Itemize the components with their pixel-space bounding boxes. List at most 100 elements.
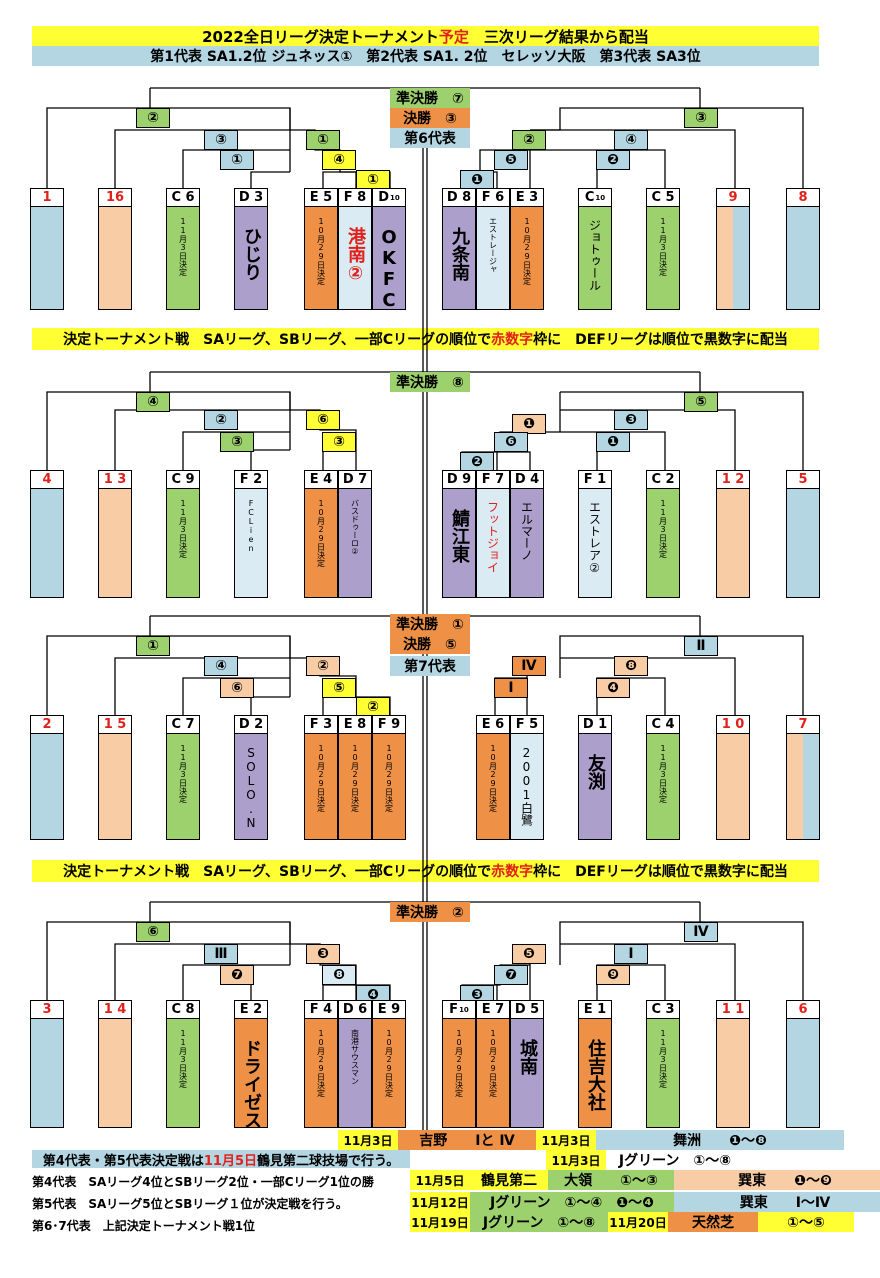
- slot-team-name: 11月3日決定: [658, 499, 668, 558]
- slot-body: 10月29日決定: [305, 734, 337, 839]
- slot-header: 4: [31, 471, 63, 489]
- schedule-cell: Jグリーン ①～④ ❶～❹: [470, 1192, 674, 1212]
- slot-team-name: 10月29日決定: [384, 1029, 394, 1097]
- slot-body: 11月3日決定: [647, 489, 679, 597]
- slot-header-text: F 1: [583, 472, 607, 487]
- match-number-label: ⑥: [136, 922, 170, 942]
- slot-header: 9: [717, 189, 749, 207]
- match-number-label: ②: [136, 108, 170, 128]
- center-round-label: 第6代表: [390, 128, 470, 148]
- match-number-label: ⑤: [322, 678, 356, 698]
- team-slot: D 9 鯖江東: [442, 470, 476, 598]
- match-number-label: ④: [204, 656, 238, 676]
- slot-header: E 1: [579, 1001, 611, 1019]
- match-number-label: ①: [220, 150, 254, 170]
- slot-header-text: C: [584, 190, 595, 205]
- slot-body: 10月29日決定: [305, 489, 337, 597]
- slot-body: 10月29日決定: [305, 1019, 337, 1127]
- center-round-label: 決勝 ⑤: [390, 634, 470, 654]
- slot-team-name: 11月3日決定: [178, 744, 188, 803]
- slot-header: C 4: [647, 716, 679, 734]
- slot-header: E 6: [477, 716, 509, 734]
- schedule-cell: 巽東 ❶～❾: [674, 1170, 880, 1190]
- slot-body: OKFC: [373, 207, 405, 309]
- team-slot: 4: [30, 470, 64, 598]
- slot-header-text: D 4: [514, 472, 540, 487]
- team-slot: D 1 友渕: [578, 715, 612, 840]
- team-slot: 1 4: [98, 1000, 132, 1128]
- slot-header-text: F 5: [515, 717, 539, 732]
- match-number-label: ❸: [614, 410, 648, 430]
- team-slot: 6: [786, 1000, 820, 1128]
- match-number-label: ❶: [460, 170, 494, 190]
- slot-header-text: C 9: [171, 472, 195, 487]
- slot-header: D 2: [235, 716, 267, 734]
- slot-team-name: 10月29日決定: [316, 1029, 326, 1097]
- notice-post: 枠に DEFリーグは順位で黒数字に配当: [533, 332, 788, 348]
- slot-body: 城南: [511, 1019, 543, 1127]
- footer-heading-post: 鶴見第二球技場で行う。: [257, 1153, 400, 1169]
- slot-header-text: F 9: [377, 717, 401, 732]
- team-slot: 5: [786, 470, 820, 598]
- slot-header-text: E 9: [377, 1002, 401, 1017]
- match-number-label: Ⅰ: [494, 678, 528, 698]
- slot-header-text: D 2: [238, 717, 264, 732]
- match-number-label: ③: [322, 432, 356, 452]
- notice-pre: 決定トーナメント戦 SAリーグ、SBリーグ、一部Cリーグの順位で: [63, 864, 492, 880]
- slot-team-name: 南港サウスマン: [350, 1029, 360, 1085]
- slot-header: D 1: [579, 716, 611, 734]
- match-number-label: ❹: [596, 678, 630, 698]
- slot-header: F 9: [373, 716, 405, 734]
- slot-header-sub: 10: [595, 193, 606, 202]
- slot-header-text: 1: [42, 190, 52, 205]
- slot-team-name: 10月29日決定: [488, 744, 498, 812]
- slot-body: 10月29日決定: [339, 734, 371, 839]
- match-number-label: ❾: [596, 965, 630, 985]
- slot-header-text: D 8: [446, 190, 472, 205]
- slot-body: 鯖江東: [443, 489, 475, 597]
- slot-body: 友渕: [579, 734, 611, 839]
- notice-red: 赤数字: [491, 332, 534, 348]
- slot-body: 住吉大社: [579, 1019, 611, 1127]
- slot-body: 10月29日決定: [477, 1019, 509, 1127]
- slot-team-name: 10月29日決定: [350, 744, 360, 812]
- slot-header-text: C 4: [651, 717, 675, 732]
- match-number-label: ❸: [306, 944, 340, 964]
- slot-header: E 7: [477, 1001, 509, 1019]
- slot-team-name: 11月3日決定: [658, 217, 668, 276]
- slot-header-text: C 3: [651, 1002, 675, 1017]
- center-round-label: 準決勝 ⑦: [390, 88, 470, 108]
- slot-header-sub: 10: [390, 193, 400, 202]
- slot-team-name: 11月3日決定: [178, 499, 188, 558]
- team-slot: F 5 2001白鷺: [510, 715, 544, 840]
- match-number-label: ❺: [512, 944, 546, 964]
- slot-body: 11月3日決定: [167, 489, 199, 597]
- match-number-label: ❼: [220, 965, 254, 985]
- slot-header-text: C 7: [171, 717, 195, 732]
- match-number-label: ❷: [460, 452, 494, 472]
- slot-header-text: D 6: [342, 1002, 368, 1017]
- title-post: 三次リーグ結果から配当: [468, 27, 649, 46]
- slot-body: エストレージャ: [477, 207, 509, 309]
- slot-header-text: E 1: [583, 1002, 607, 1017]
- slot-header-text: 1 0: [721, 717, 745, 732]
- slot-header: D 9: [443, 471, 475, 489]
- team-slot: 1 1: [716, 1000, 750, 1128]
- slot-team-name: 10月29日決定: [384, 744, 394, 812]
- slot-header-text: F 2: [239, 472, 263, 487]
- team-slot: 2: [30, 715, 64, 840]
- slot-header-text: D 1: [582, 717, 608, 732]
- slot-body: 11月3日決定: [647, 1019, 679, 1127]
- team-slot: E 1 住吉大社: [578, 1000, 612, 1128]
- slot-team-name: 鯖江東: [449, 509, 470, 563]
- center-round-label: 決勝 ③: [390, 108, 470, 128]
- slot-header-text: F 4: [309, 1002, 333, 1017]
- slot-team-name: 2001白鷺: [519, 746, 534, 826]
- slot-body: 10月29日決定: [443, 1019, 475, 1127]
- slot-body: SOLO.N: [235, 734, 267, 839]
- slot-body: 10月29日決定: [477, 734, 509, 839]
